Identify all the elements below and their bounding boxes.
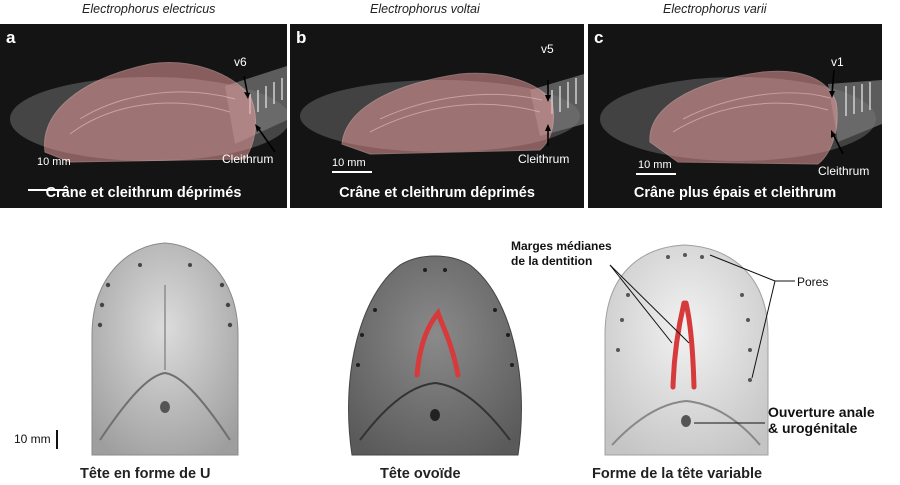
species-title-c: Electrophorus varii — [663, 2, 767, 16]
head-caption-3: Forme de la tête variable — [592, 466, 763, 482]
cleithrum-label-a: Cleithrum — [222, 152, 274, 166]
vertebra-label-c: v1 — [831, 55, 844, 69]
xray-image-b — [300, 72, 584, 173]
head-illustrations — [56, 242, 795, 456]
head-caption-2: Tête ovoïde — [380, 466, 461, 482]
scale-label-heads: 10 mm — [14, 432, 51, 446]
head-u-shape — [56, 242, 239, 456]
xray-panel-c: c v1 Cleithrum 10 mm Crâne plus épais et… — [588, 24, 882, 208]
panel-caption-c: Crâne plus épais et cleithrum — [633, 185, 837, 201]
species-title-a: Electrophorus electricus — [82, 2, 216, 16]
species-title-b: Electrophorus voltai — [370, 2, 480, 16]
annotation-lines — [609, 254, 795, 424]
panel-letter-a: a — [6, 28, 16, 47]
pores-label: Pores — [797, 275, 829, 289]
scale-label-c: 10 mm — [638, 159, 672, 171]
xray-panel-b: b v5 Cleithrum 10 mm Crâne et cleithrum … — [290, 24, 584, 208]
opening-label-line1: Ouverture anale — [768, 404, 875, 420]
opening-label-line2: & urogénitale — [768, 420, 858, 436]
panel-letter-c: c — [594, 28, 604, 47]
dentition-label-line2: de la dentition — [511, 254, 593, 268]
panel-letter-b: b — [296, 28, 307, 47]
dentition-label-line1: Marges médianes — [511, 239, 612, 253]
xray-image-c — [600, 69, 882, 175]
scale-label-a: 10 mm — [37, 156, 71, 168]
cleithrum-label-c: Cleithrum — [818, 164, 870, 178]
head-ovoid — [348, 255, 522, 456]
scale-label-b: 10 mm — [332, 157, 366, 169]
vertebra-label-a: v6 — [234, 55, 247, 69]
panel-caption-b: Crâne et cleithrum déprimés — [339, 185, 535, 201]
xray-image-a — [10, 62, 287, 191]
vertebra-label-b: v5 — [541, 42, 554, 56]
xray-panel-a: a v6 Cleithrum 10 mm Crâne et cleithrum … — [0, 24, 287, 208]
panel-caption-a: Crâne et cleithrum déprimés — [45, 185, 242, 201]
cleithrum-label-b: Cleithrum — [518, 152, 570, 166]
head-caption-1: Tête en forme de U — [80, 466, 211, 482]
head-variable — [604, 244, 769, 456]
